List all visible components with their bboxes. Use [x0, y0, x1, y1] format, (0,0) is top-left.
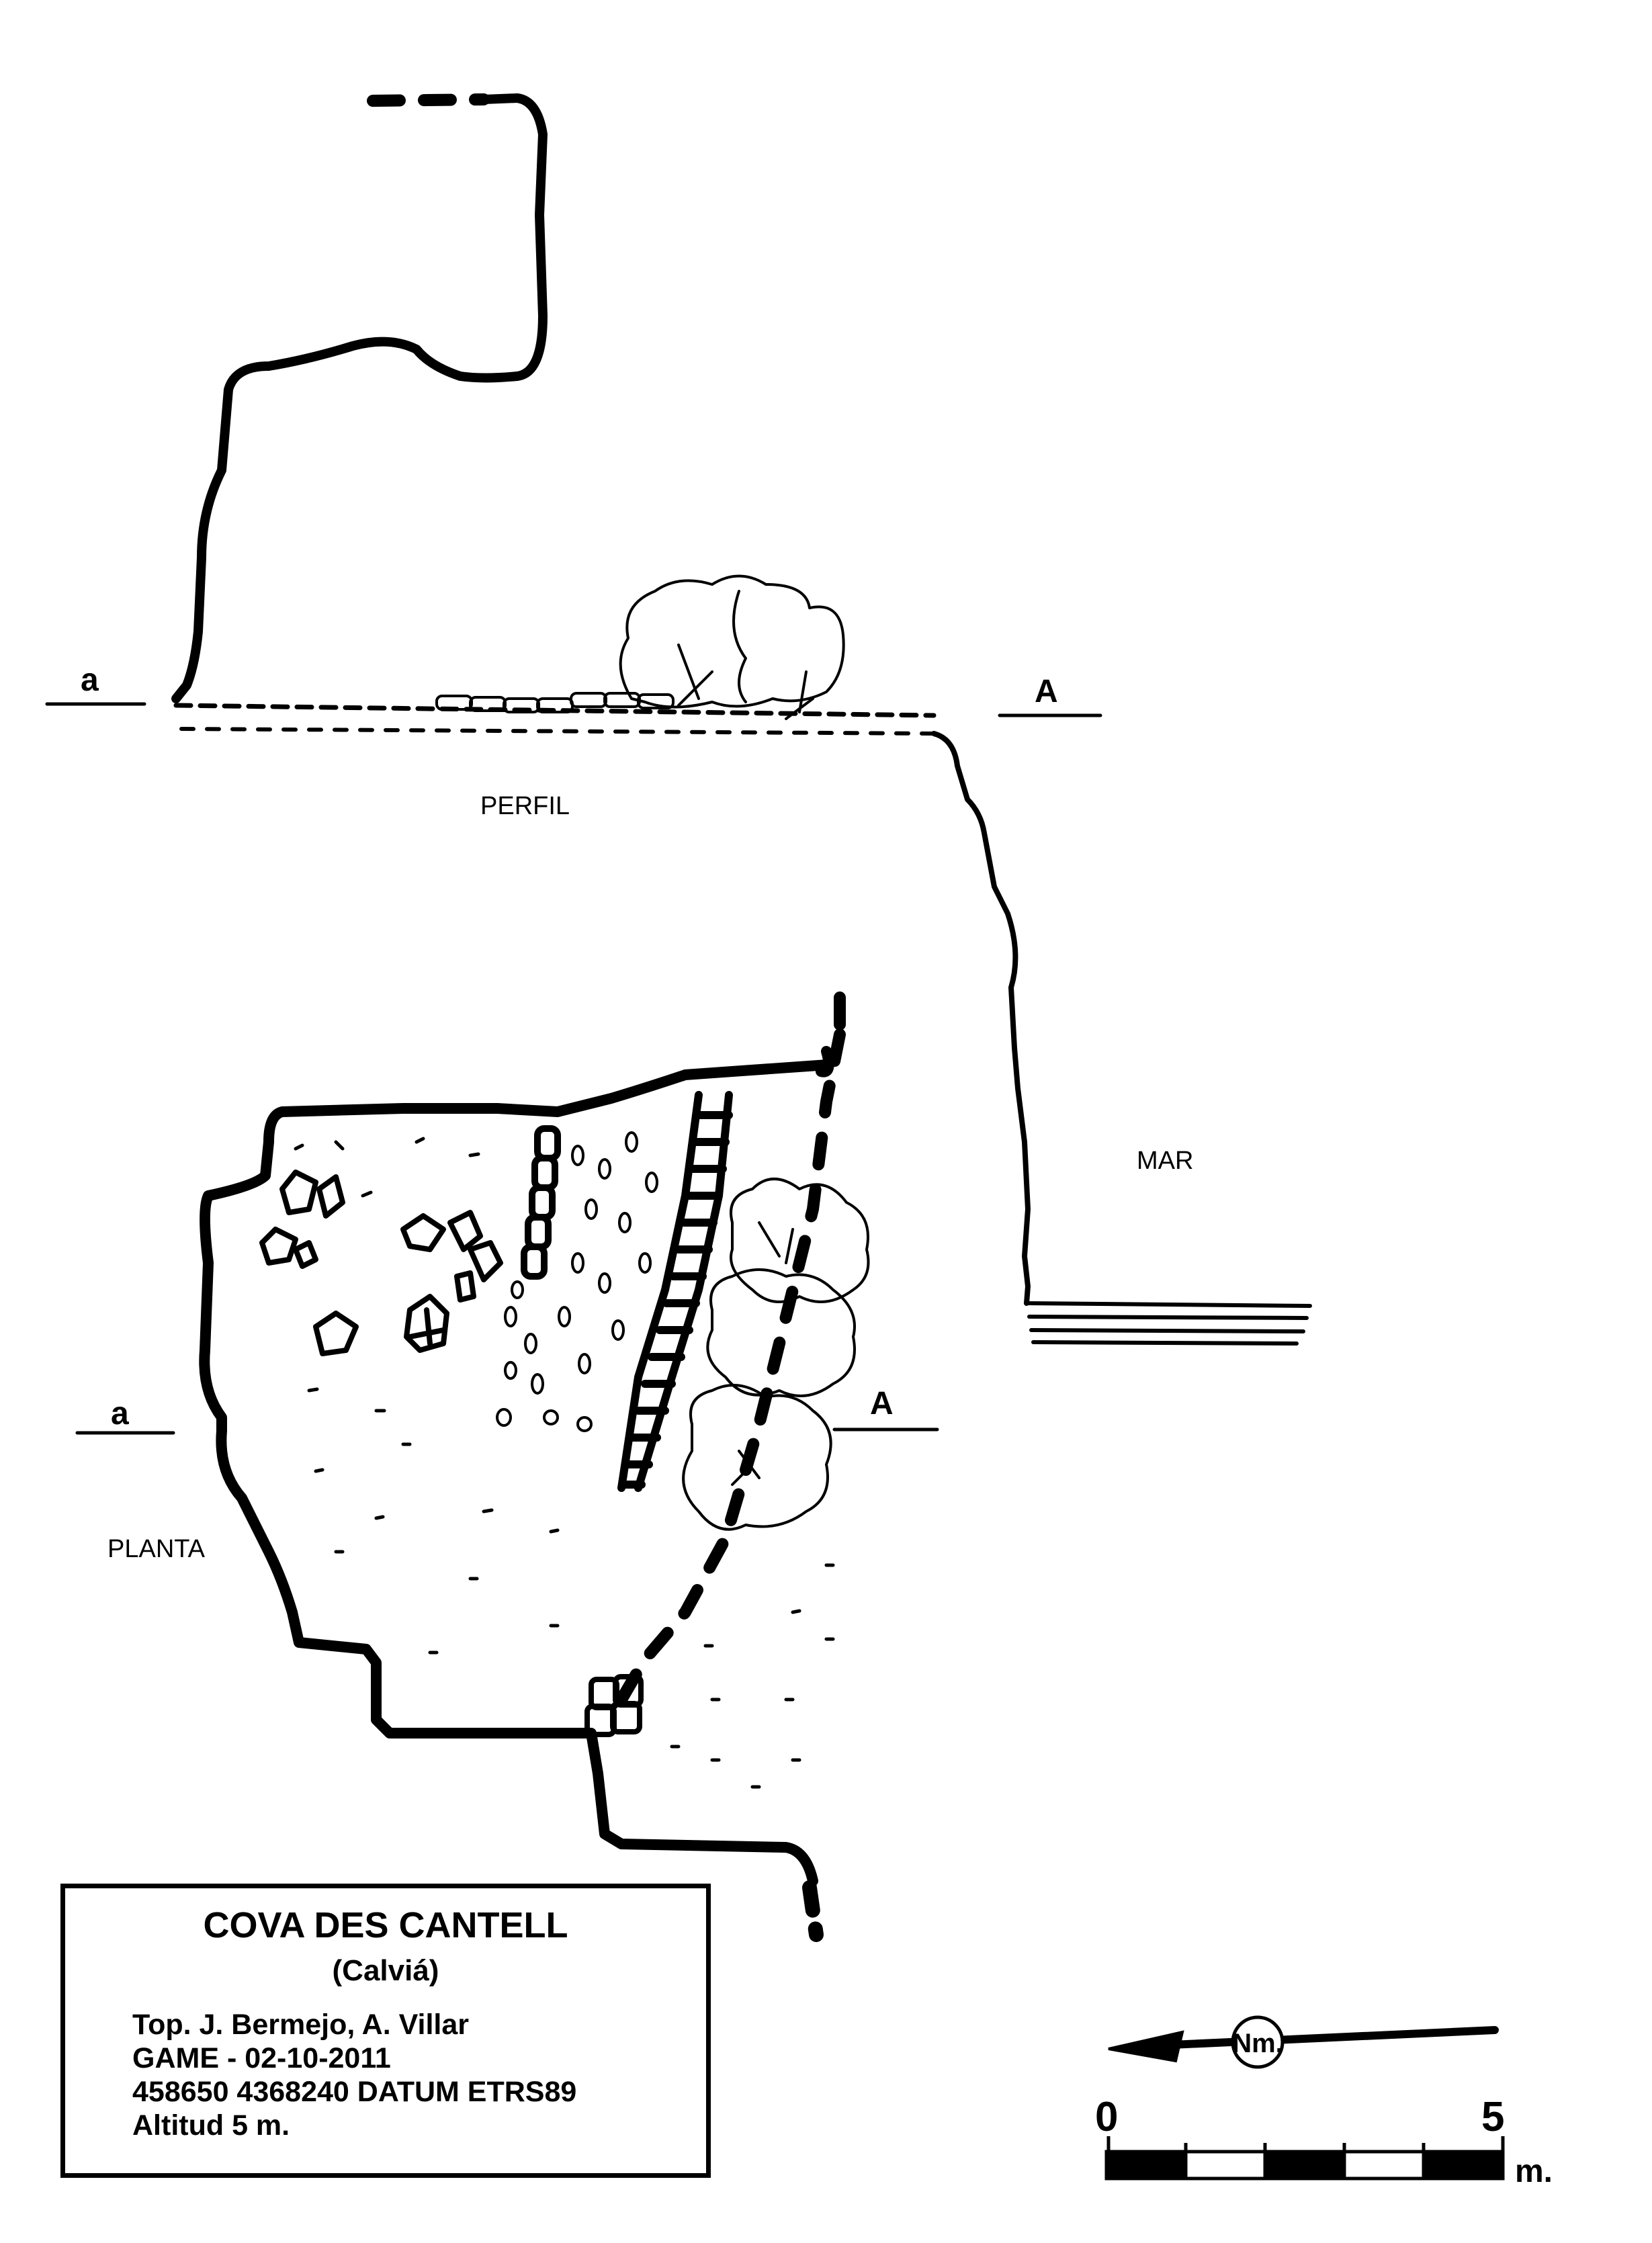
- profile-ground-dashes: [173, 703, 937, 718]
- coordinates: 458650 4368240 DATUM ETRS89: [132, 2076, 577, 2108]
- scale-start-label: 0: [1095, 2094, 1118, 2140]
- profile-roof-dashed-line: [367, 93, 490, 107]
- plan-cave-outline: [199, 1046, 834, 1886]
- title-block: COVA DES CANTELL (Calviá) Top. J. Bermej…: [60, 1884, 711, 2178]
- plan-section: [75, 992, 939, 1942]
- plan-bush-icons: [682, 1178, 870, 1531]
- sea-lines: [1025, 1301, 1312, 1346]
- profile-cliff-outline: [931, 731, 1031, 1306]
- tree-icon: [619, 574, 845, 720]
- scale-bar: [1104, 2136, 1505, 2181]
- profile-section: [45, 93, 1312, 1346]
- plan-section-label-lower: a: [111, 1396, 129, 1432]
- scale-unit-label: m.: [1515, 2154, 1553, 2189]
- profile-cave-outline: [171, 93, 548, 703]
- surveyors: Top. J. Bermejo, A. Villar: [132, 2009, 470, 2041]
- north-arrow: [1108, 2015, 1499, 2069]
- altitude: Altitud 5 m.: [132, 2109, 290, 2142]
- sea-label: MAR: [1137, 1147, 1193, 1175]
- profile-section-label-lower: a: [81, 662, 99, 698]
- plan-rubble-marks: [294, 1137, 835, 1789]
- plan-boulders: [259, 1170, 503, 1356]
- group-date: GAME - 02-10-2011: [132, 2042, 391, 2074]
- profile-label: PERFIL: [480, 792, 570, 820]
- north-circle-icon: [1231, 2015, 1285, 2069]
- north-arrow-head-icon: [1108, 2030, 1184, 2063]
- profile-ground-dashes-lower: [179, 727, 936, 736]
- profile-section-label-upper: A: [1035, 674, 1058, 709]
- plan-section-label-upper: A: [870, 1386, 894, 1421]
- plan-block-wall-dense: [617, 1091, 733, 1492]
- survey-metadata: Top. J. Bermejo, A. Villar GAME - 02-10-…: [132, 2008, 576, 2142]
- municipality: (Calviá): [332, 1954, 439, 1987]
- plan-block-wall-left: [521, 1125, 561, 1280]
- plan-dripline-dashed-tail: [802, 1880, 824, 1942]
- north-arrow-shaft: [1138, 2026, 1499, 2050]
- cave-name: COVA DES CANTELL: [203, 1905, 568, 1945]
- plan-step-blocks: [584, 1674, 644, 1737]
- plan-dripline-dashed: [615, 992, 846, 1706]
- north-label: Nm.: [1232, 2029, 1283, 2058]
- plan-pebbles: [496, 1131, 658, 1432]
- scale-end-label: 5: [1481, 2094, 1504, 2140]
- plan-label: PLANTA: [107, 1535, 206, 1563]
